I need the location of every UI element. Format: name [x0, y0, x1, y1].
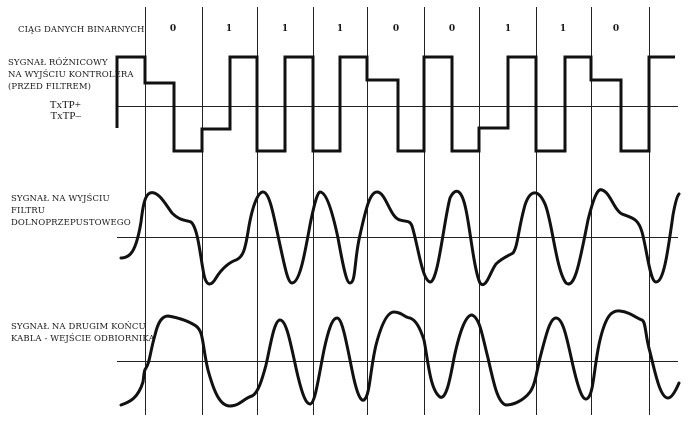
bit-label: 1	[559, 24, 567, 34]
bit-label: 1	[281, 24, 289, 34]
bit-label: 1	[336, 24, 344, 34]
filter-signal-label-line2: FILTRU	[11, 206, 46, 216]
bit-label: 1	[225, 24, 233, 34]
bit-label: 1	[504, 24, 512, 34]
cable-signal-label-line2: KABLA - WEJŚCIE ODBIORNIKA	[11, 334, 155, 344]
diff-signal-label-line1: SYGNAŁ RÓŻNICOWY	[8, 58, 108, 68]
cable-signal-label-line1: SYGNAŁ NA DRUGIM KOŃCU	[11, 322, 146, 332]
bit-label: 0	[392, 24, 400, 34]
diff-signal-label-line2: NA WYJŚCIU KONTROLERA	[8, 70, 134, 80]
bit-label: 0	[612, 24, 620, 34]
mlt3-differential-signal	[115, 55, 675, 153]
filter-signal-label: SYGNAŁ NA WYJŚCIU FILTRU DOLNOPRZEPUSTOW…	[11, 193, 131, 229]
filter-signal-label-line1: SYGNAŁ NA WYJŚCIU	[11, 194, 110, 204]
receiver-input-signal	[119, 309, 681, 408]
txtp-minus-label: TxTP–	[50, 110, 81, 122]
cable-signal-label: SYGNAŁ NA DRUGIM KOŃCU KABLA - WEJŚCIE O…	[11, 321, 155, 345]
bit-boundary-lines	[145, 7, 650, 415]
bit-label: 0	[448, 24, 456, 34]
diff-signal-label: SYGNAŁ RÓŻNICOWY NA WYJŚCIU KONTROLERA (…	[8, 57, 134, 93]
lowpass-filter-output-signal	[119, 188, 681, 287]
bit-label: 0	[169, 24, 177, 34]
diff-signal-label-line3: (PRZED FILTREM)	[8, 82, 92, 92]
txtp-plus-label: TxTP+	[49, 99, 81, 111]
filter-signal-label-line3: DOLNOPRZEPUSTOWEGO	[11, 218, 131, 228]
binary-sequence-label: CIĄG DANYCH BINARNYCH	[18, 25, 145, 35]
